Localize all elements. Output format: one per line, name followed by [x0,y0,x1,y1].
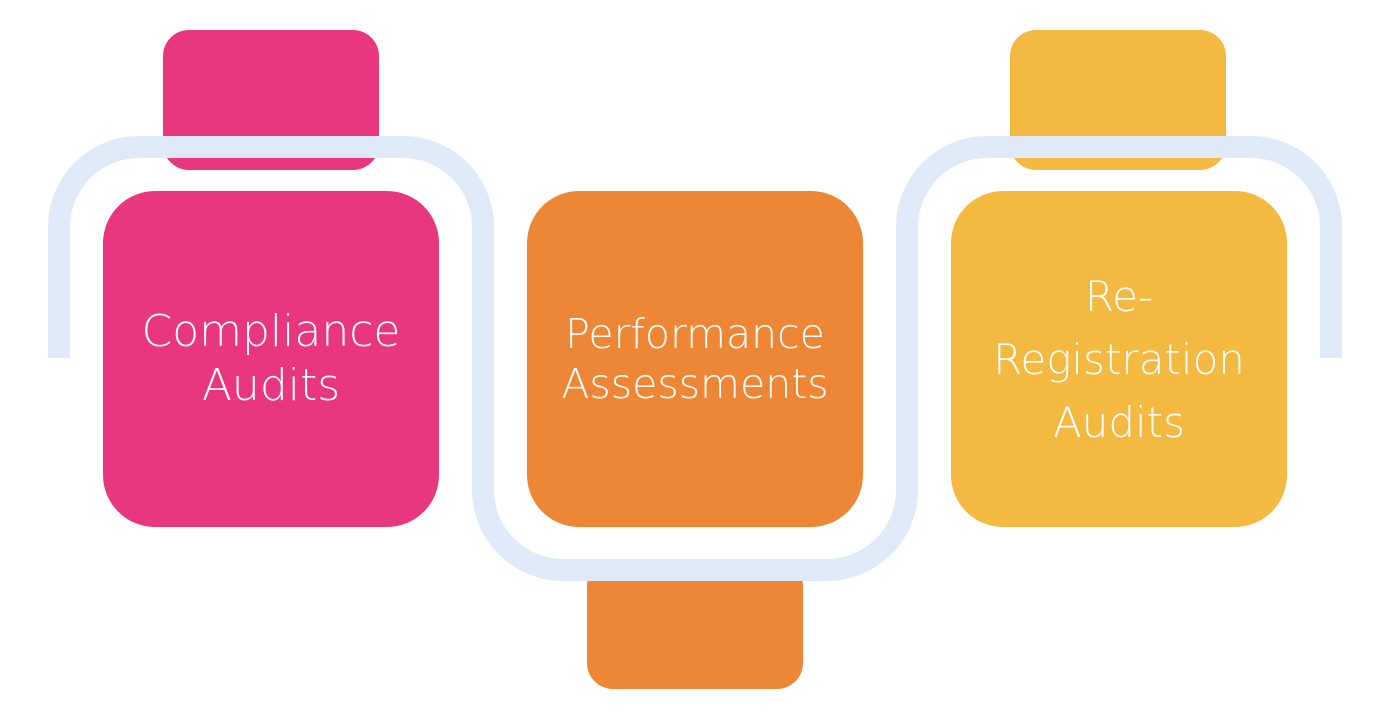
step-2-label: Performance Assessments [561,309,829,408]
step-2-tab [587,560,803,689]
step-3-box: Re- Registration Audits [951,191,1287,527]
step-3-label: Re- Registration Audits [993,271,1245,447]
step-2-box: Performance Assessments [527,191,863,527]
connector-line [48,136,1342,581]
step-1-box: Compliance Audits [103,191,439,527]
step-1-label: Compliance Audits [141,306,401,411]
